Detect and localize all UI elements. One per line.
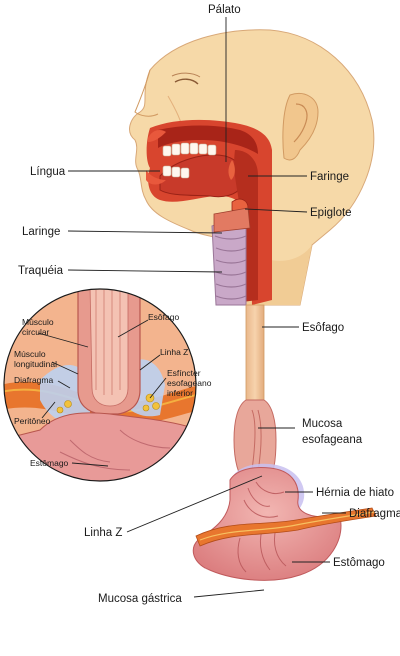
leader-laringe [67, 230, 223, 234]
main-labels: Pálato Língua Faringe Epiglote Laringe T… [18, 4, 400, 605]
label-traqueia: Traquéia [18, 265, 64, 277]
trachea [211, 207, 251, 306]
label-mucosa-gastrica: Mucosa gástrica [98, 593, 182, 605]
label-faringe: Faringe [310, 171, 349, 183]
inset-label-peritoneo: Peritôneo [14, 416, 51, 426]
leader-inset-linha-z [139, 354, 161, 371]
inset-label-musculo-circular-1: Músculo [22, 317, 54, 327]
leader-inset-musculo-circular [37, 332, 89, 348]
label-diafragma: Diafragma [349, 508, 400, 520]
inset-labels: Músculo circular Músculo longitudinal Di… [14, 312, 212, 468]
label-laringe: Laringe [22, 226, 60, 238]
label-estomago: Estômago [333, 557, 385, 569]
leader-inset-diafragma [57, 380, 71, 389]
leader-traqueia [67, 269, 223, 273]
leader-lines [37, 17, 346, 598]
leader-inset-esfincter [149, 377, 167, 399]
inset-label-diafragma: Diafragma [14, 375, 53, 385]
label-hernia-de-hiato: Hérnia de hiato [316, 487, 394, 499]
inset-label-esfincter-1: Esfíncter [167, 368, 201, 378]
inset-label-musculo-circular-2: circular [22, 327, 50, 337]
leader-epiglote [244, 208, 308, 213]
leader-inset-esofago [117, 319, 149, 338]
leader-inset-peritoneo [41, 401, 56, 419]
leader-inset-musculo-longitudinal [51, 361, 79, 375]
inset-label-estomago: Estômago [30, 458, 69, 468]
inset-label-linha-z: Linha Z [160, 347, 188, 357]
label-esofago: Esôfago [302, 322, 344, 334]
esophagus [233, 304, 277, 485]
label-mucosa-esofageana-1: Mucosa [302, 418, 343, 430]
leader-inset-estomago [71, 462, 109, 467]
label-mucosa-esofageana-2: esofageana [302, 434, 363, 446]
oral-cavity [146, 119, 272, 306]
label-palato: Pálato [208, 4, 241, 16]
leader-linha-z [126, 475, 263, 533]
label-epiglote: Epiglote [310, 207, 352, 219]
inset-label-esfincter-3: inferior [167, 388, 193, 398]
stomach-region [192, 463, 377, 600]
leader-mucosa-gastrica [193, 589, 265, 598]
label-lingua: Língua [30, 166, 66, 178]
label-linha-z: Linha Z [84, 527, 122, 539]
inset-label-esofago: Esôfago [148, 312, 179, 322]
inset-label-musculo-longitudinal-2: longitudinal [14, 359, 57, 369]
inset-label-musculo-longitudinal-1: Músculo [14, 349, 46, 359]
inset-label-esfincter-2: esofageano [167, 378, 212, 388]
